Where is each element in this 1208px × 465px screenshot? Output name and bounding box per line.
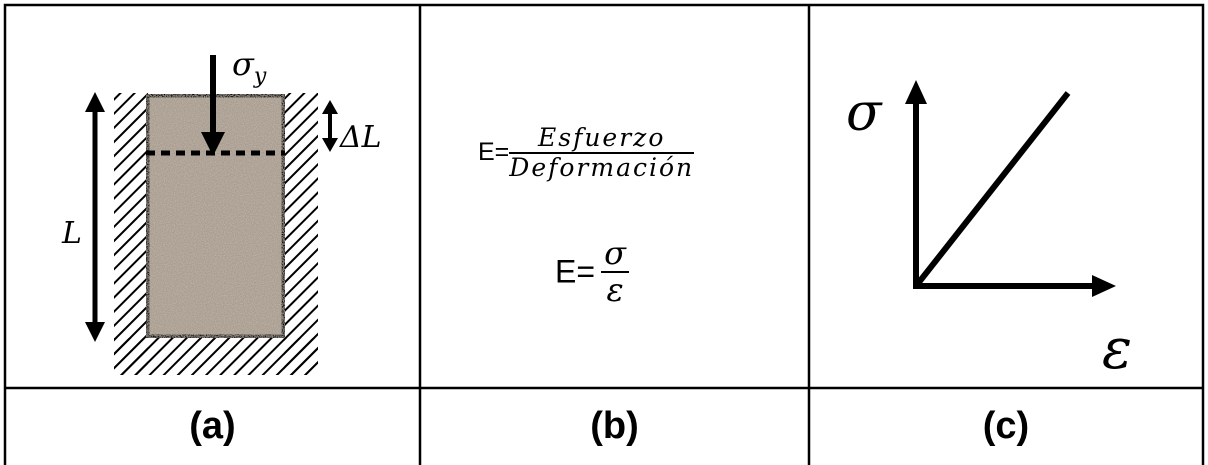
linear-stress-strain-line bbox=[913, 91, 1071, 288]
formula2-denominator: ε bbox=[606, 271, 624, 310]
left-wall-hatch bbox=[114, 93, 148, 375]
delta-length-label: ΔL bbox=[339, 120, 382, 155]
x-axis-label: ε bbox=[1102, 317, 1132, 382]
table-grid bbox=[3, 3, 1205, 465]
stress-label: σy bbox=[232, 45, 267, 89]
caption-c: (c) bbox=[982, 405, 1030, 447]
panel-c-graph: σ ε bbox=[846, 80, 1132, 382]
stress-arrow-head bbox=[201, 132, 225, 156]
panel-a-diagram: σy L ΔL bbox=[61, 45, 382, 375]
length-arrow-top bbox=[85, 92, 105, 112]
caption-a: (a) bbox=[189, 405, 236, 447]
specimen bbox=[142, 90, 289, 342]
y-axis-label: σ bbox=[846, 83, 883, 143]
formula-definition: E= Esfuerzo Deformación bbox=[478, 123, 695, 182]
y-axis-arrowhead bbox=[905, 80, 927, 104]
formula1-fraction: Esfuerzo Deformación bbox=[509, 123, 695, 182]
formula2-fraction: σ ε bbox=[601, 234, 630, 310]
formula1-denominator: Deformación bbox=[509, 152, 695, 182]
x-axis-arrowhead bbox=[1092, 275, 1116, 297]
length-label: L bbox=[61, 216, 82, 251]
formula2-bar bbox=[601, 271, 630, 274]
delta-arrow-top bbox=[322, 100, 338, 114]
formula1-lhs: E= bbox=[478, 138, 510, 166]
formula1-numerator: Esfuerzo bbox=[538, 123, 666, 152]
delta-arrow-bottom bbox=[322, 138, 338, 152]
formula1-bar bbox=[509, 151, 695, 154]
bottom-wall-hatch bbox=[114, 338, 318, 375]
formula2-numerator: σ bbox=[604, 234, 626, 272]
formula2-lhs: E= bbox=[555, 253, 596, 290]
caption-b: (b) bbox=[590, 405, 639, 447]
right-wall-hatch bbox=[284, 93, 318, 375]
length-arrow-bottom bbox=[85, 322, 105, 342]
formula-symbolic: E= σ ε bbox=[555, 234, 630, 310]
